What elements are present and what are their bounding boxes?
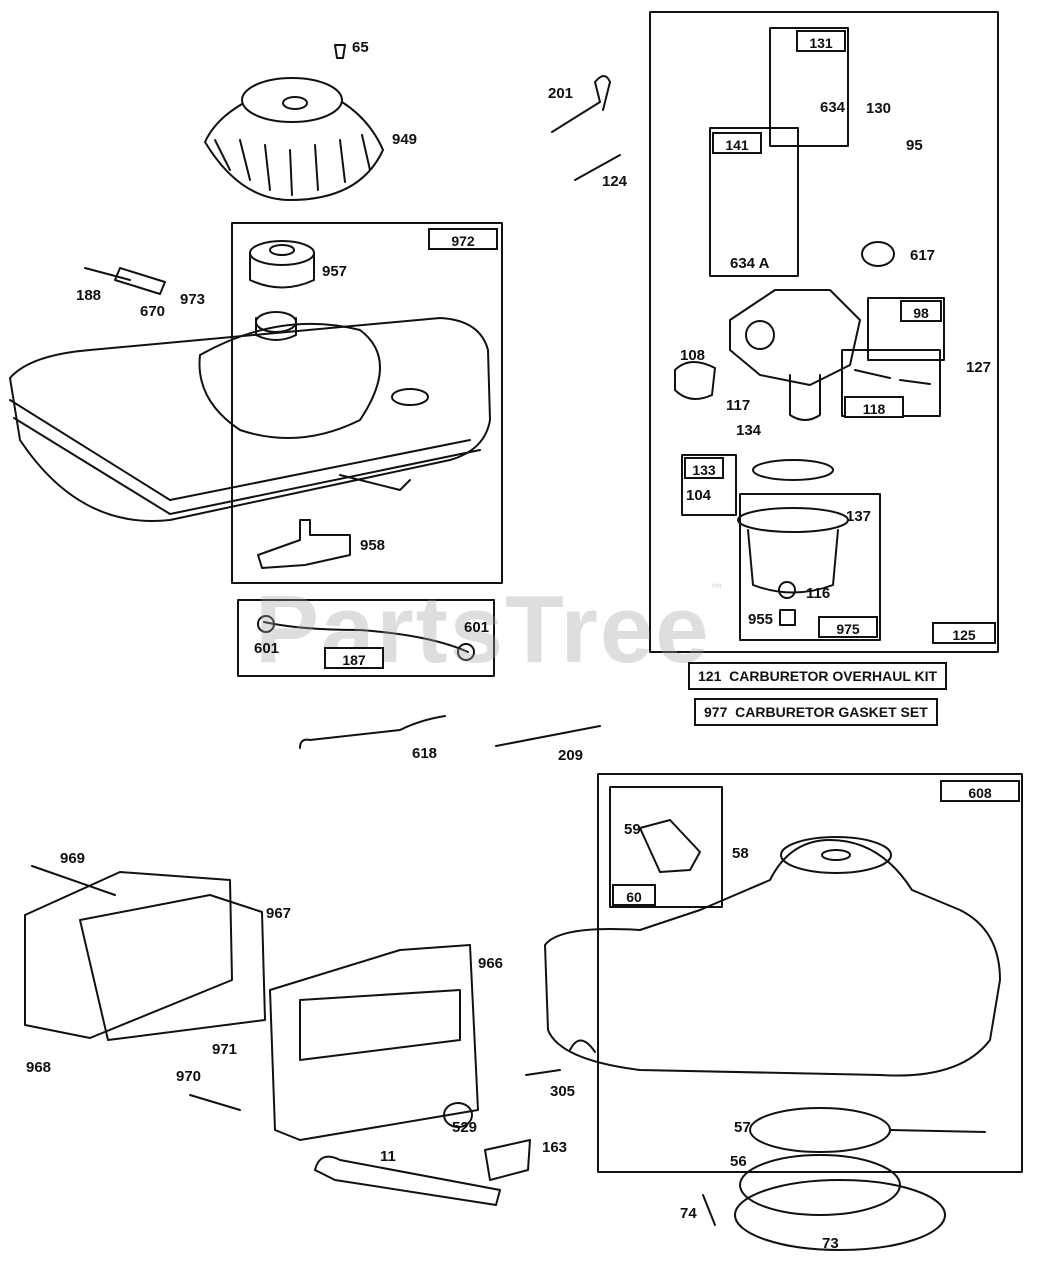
part-label-970: 970 [176, 1068, 202, 1085]
box-label-131: 131 [796, 30, 846, 52]
part-label-74: 74 [680, 1205, 697, 1222]
part-label-188: 188 [76, 287, 102, 304]
frame-131 [769, 27, 849, 147]
part-label-127: 127 [966, 359, 992, 376]
part-label-529: 529 [452, 1119, 478, 1136]
part-label-617: 617 [910, 247, 936, 264]
frame-975 [739, 493, 881, 641]
box-label-972: 972 [428, 228, 498, 250]
spring-201-drawing [551, 75, 611, 133]
screw-188-drawing [84, 267, 166, 295]
part-label-670: 670 [140, 303, 166, 320]
part-label-973: 973 [180, 291, 206, 308]
fuel-line-drawing [263, 621, 469, 653]
part-label-117: 117 [726, 397, 751, 414]
carburetor-drawing [674, 241, 931, 421]
part-label-104: 104 [686, 487, 712, 504]
part-label-137: 137 [846, 508, 872, 525]
part-label-95: 95 [906, 137, 923, 154]
box-label-98: 98 [900, 300, 942, 322]
frame-125 [649, 11, 999, 653]
part-label-134: 134 [736, 422, 762, 439]
fuel-cap-drawing [249, 240, 315, 289]
frame-98 [867, 297, 945, 361]
clamp-601b-drawing [457, 643, 475, 661]
spring-618-drawing [299, 715, 446, 749]
box-label-125: 125 [932, 622, 996, 644]
screw-124-drawing [574, 154, 621, 181]
bolt-65-drawing [334, 44, 346, 59]
part-label-116: 116 [806, 585, 831, 602]
part-label-601-left: 601 [254, 640, 280, 657]
spring-209-drawing [495, 725, 601, 747]
part-label-634a: 634 A [730, 255, 770, 272]
part-label-209: 209 [558, 747, 584, 764]
part-label-163: 163 [542, 1139, 568, 1156]
primer-59-drawing [639, 819, 701, 873]
fuel-tank-drawing [9, 311, 491, 522]
box-label-60: 60 [612, 884, 656, 906]
box-label-118: 118 [844, 396, 904, 418]
screw-969-drawing [31, 865, 116, 896]
kit-carburetor-overhaul: 121 CARBURETOR OVERHAUL KIT [688, 662, 948, 690]
air-cleaner-drawing [24, 871, 531, 1206]
blower-housing-drawing [544, 836, 1001, 1077]
part-label-618: 618 [412, 745, 438, 762]
part-label-305: 305 [550, 1083, 576, 1100]
part-label-949: 949 [392, 131, 418, 148]
part-label-130: 130 [866, 100, 892, 117]
part-label-201: 201 [548, 85, 574, 102]
part-label-108: 108 [680, 347, 706, 364]
box-label-975: 975 [818, 616, 878, 638]
part-label-957: 957 [322, 263, 348, 280]
part-label-971: 971 [212, 1041, 238, 1058]
part-label-11: 11 [380, 1148, 396, 1165]
part-label-58: 58 [732, 845, 749, 862]
frame-133 [681, 454, 737, 516]
float-bowl-drawing [737, 459, 849, 626]
part-label-124: 124 [602, 173, 628, 190]
clamp-601a-drawing [257, 615, 275, 633]
part-label-65: 65 [352, 39, 369, 56]
starter-pulley-drawing [734, 1107, 986, 1251]
part-label-958: 958 [360, 537, 386, 554]
box-label-608: 608 [940, 780, 1020, 802]
part-label-966: 966 [478, 955, 504, 972]
frame-972 [231, 222, 503, 584]
part-label-967: 967 [266, 905, 292, 922]
frame-60 [609, 786, 723, 908]
part-label-968: 968 [26, 1059, 52, 1076]
part-label-969: 969 [60, 850, 86, 867]
frame-141 [709, 127, 799, 277]
screw-74-drawing [702, 1194, 716, 1226]
part-label-634: 634 [820, 99, 846, 116]
frame-608 [597, 773, 1023, 1173]
screw-970-drawing [189, 1094, 241, 1111]
part-label-59: 59 [624, 821, 641, 838]
part-label-57: 57 [734, 1119, 751, 1136]
box-label-141: 141 [712, 132, 762, 154]
box-label-133: 133 [684, 457, 724, 479]
part-label-955: 955 [748, 611, 774, 628]
screw-305-drawing [525, 1069, 561, 1076]
part-label-56: 56 [730, 1153, 747, 1170]
rotating-screen-drawing [204, 77, 384, 201]
valve-958-drawing [257, 519, 351, 569]
frame-187 [237, 599, 495, 677]
part-label-601-right: 601 [464, 619, 490, 636]
kit-carburetor-gasket-set: 977 CARBURETOR GASKET SET [694, 698, 938, 726]
box-label-187: 187 [324, 647, 384, 669]
part-label-73: 73 [822, 1235, 839, 1252]
